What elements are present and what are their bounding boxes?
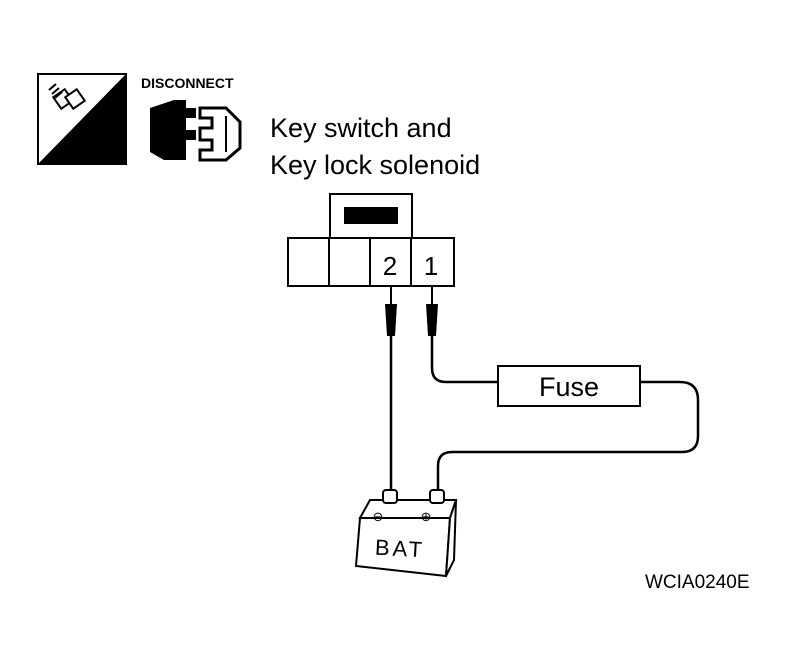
- connector: 2 1: [287, 193, 455, 287]
- ts-badge: T.S.: [37, 73, 127, 165]
- negative-symbol: ⊖: [373, 509, 384, 524]
- probe-terminal-1: [426, 286, 438, 336]
- battery-label: BAT: [374, 535, 425, 563]
- fuse: Fuse: [497, 365, 641, 407]
- terminal-1-label: 1: [424, 251, 438, 281]
- disconnect-badge: DISCONNECT: [141, 75, 242, 162]
- fuse-label: Fuse: [539, 372, 599, 402]
- figure-code: WCIA0240E: [645, 572, 750, 593]
- terminal-2-label: 2: [383, 251, 397, 281]
- wire-fuse-to-positive: [436, 380, 700, 498]
- probe-terminal-2: [385, 286, 397, 336]
- component-label-line1: Key switch and: [270, 113, 452, 143]
- negative-terminal-post: [382, 489, 398, 504]
- latch-slot: [344, 207, 398, 224]
- connector-icon: [48, 83, 87, 111]
- ts-label: T.S.: [82, 140, 120, 165]
- component-label-line2: Key lock solenoid: [270, 150, 480, 180]
- disconnect-icon: [150, 100, 242, 162]
- positive-terminal-post: [429, 489, 445, 504]
- positive-symbol: ⊕: [421, 509, 432, 524]
- battery: ⊖ ⊕ BAT: [354, 489, 458, 578]
- wire-terminal-1-to-fuse: [430, 336, 498, 384]
- disconnect-label: DISCONNECT: [141, 75, 234, 91]
